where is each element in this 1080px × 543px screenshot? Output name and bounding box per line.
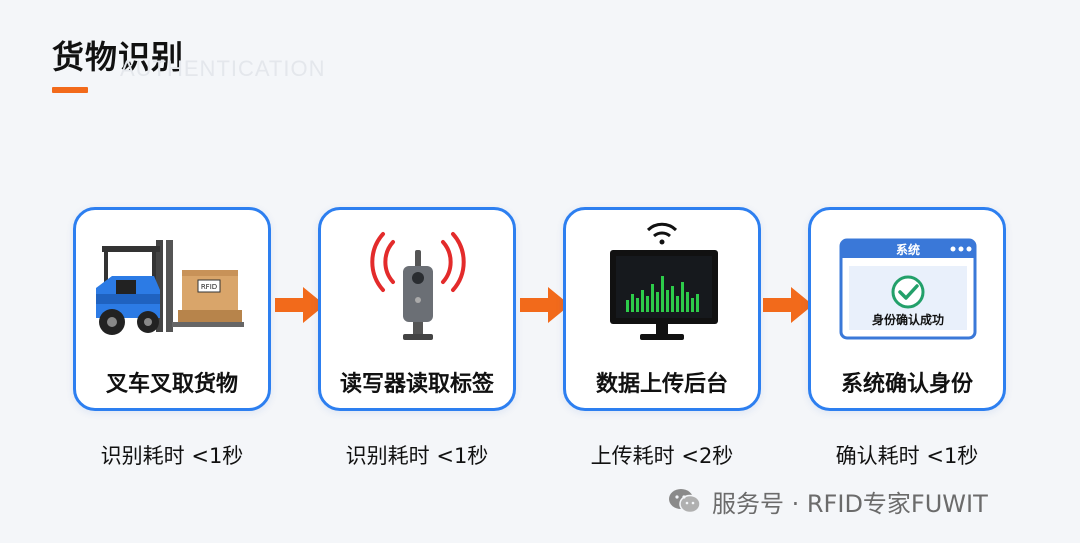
- footer-watermark: 服务号 · RFID专家FUWIT: [668, 484, 988, 518]
- step-label: 系统确认身份: [840, 372, 973, 397]
- step-label: 数据上传后台: [595, 372, 728, 397]
- system-window-icon: 系统 身份确认成功: [839, 238, 977, 340]
- step-card-system: 系统 身份确认成功 系统确认身份: [808, 207, 1006, 411]
- arrow-right-icon: [763, 287, 813, 323]
- page-title-ghost-text: AUTHENTICATION: [120, 56, 326, 81]
- step-time: 确认耗时 <1秒: [835, 444, 979, 468]
- footer-text: 服务号 · RFID专家FUWIT: [712, 489, 988, 518]
- rfid-reader-icon: [370, 232, 466, 340]
- arrow-right-icon: [275, 287, 325, 323]
- wechat-icon: [669, 489, 701, 514]
- window-title: 系统: [896, 242, 920, 257]
- step-card-forklift: RFID 叉车叉取货物: [73, 207, 271, 411]
- forklift-icon: RFID: [96, 240, 244, 335]
- title-underline: [52, 87, 88, 93]
- step-time: 识别耗时 <1秒: [100, 444, 244, 468]
- window-message: 身份确认成功: [872, 312, 944, 327]
- step-label: 叉车叉取货物: [105, 372, 238, 397]
- step-card-reader: 读写器读取标签: [318, 207, 516, 411]
- arrow-right-icon: [520, 287, 570, 323]
- step-card-monitor: 数据上传后台: [563, 207, 761, 411]
- box-rfid-label: RFID: [201, 283, 217, 291]
- step-time: 上传耗时 <2秒: [590, 444, 734, 468]
- step-label: 读写器读取标签: [339, 372, 494, 397]
- monitor-icon: [610, 222, 718, 340]
- page-title: 货物识别: [52, 38, 185, 76]
- step-time: 识别耗时 <1秒: [345, 444, 489, 468]
